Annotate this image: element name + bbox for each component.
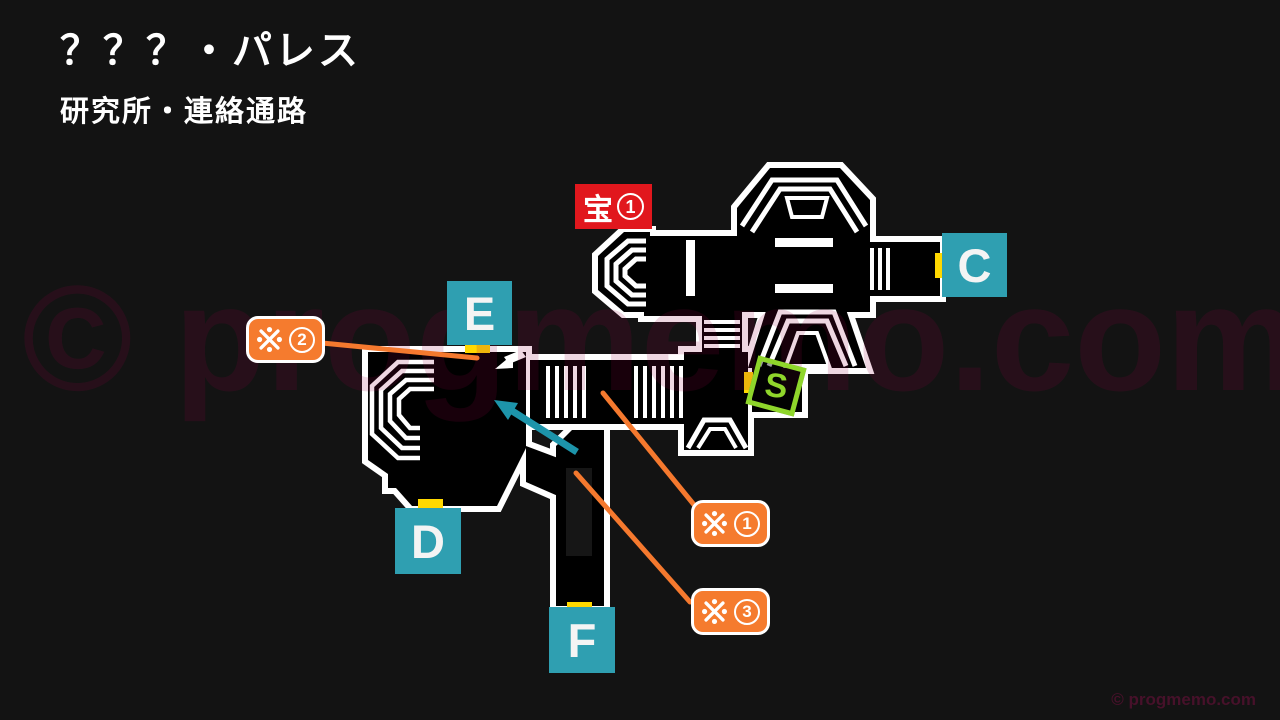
copyright: © progmemo.com: [1111, 690, 1256, 709]
note-badge-1: 1: [691, 500, 770, 547]
door-e: [465, 344, 490, 353]
note-number-1: 1: [734, 510, 760, 537]
left-wing-chevrons: [604, 238, 646, 307]
treasure-kanji: 宝: [583, 193, 613, 227]
stair-hatch-c-corridor: [870, 248, 890, 290]
bottom-amphitheater: [756, 309, 858, 368]
map-oneway-arrow-icon: [495, 350, 526, 369]
exit-label-c: C: [957, 238, 992, 292]
header: ？？？・パレス 研究所・連絡通路: [60, 18, 361, 130]
reference-mark-icon: [257, 327, 282, 352]
exit-badge-f: F: [549, 607, 615, 673]
top-amphitheater: [739, 177, 869, 234]
exit-badge-c: C: [942, 233, 1007, 297]
note-badge-2: 2: [246, 316, 325, 363]
stair-hatch-vertical: [704, 320, 740, 348]
exit-label-f: F: [567, 613, 597, 667]
note-badge-3: 3: [691, 588, 770, 635]
page-title: ？？？・パレス: [60, 29, 361, 73]
treasure-badge: 宝 1: [575, 184, 652, 229]
note-number-3: 3: [734, 598, 760, 625]
f-corridor-patch: [566, 468, 592, 556]
door-c: [935, 253, 944, 278]
exit-label-e: E: [463, 286, 496, 340]
door-d: [418, 499, 443, 508]
door-s: [744, 372, 753, 393]
exit-label-d: D: [411, 514, 445, 568]
safe-room-label: S: [762, 365, 790, 406]
reference-mark-icon: [702, 599, 727, 624]
exit-badge-e: E: [447, 281, 512, 345]
page-subtitle: 研究所・連絡通路: [60, 96, 309, 128]
reference-mark-icon: [702, 511, 727, 536]
treasure-number: 1: [617, 193, 644, 220]
room-pillars: [686, 238, 833, 296]
door-f: [567, 602, 592, 611]
note-number-2: 2: [289, 326, 315, 353]
exit-badge-d: D: [395, 508, 461, 574]
left-room-chevrons: [369, 359, 434, 461]
